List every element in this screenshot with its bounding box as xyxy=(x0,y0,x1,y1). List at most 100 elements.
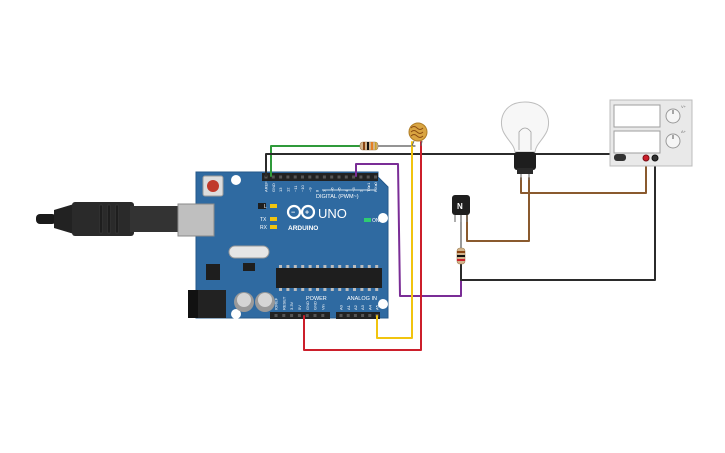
digital-header-label: DIGITAL (PWM~) xyxy=(316,194,359,200)
chip-pin xyxy=(330,288,334,291)
chip-pin xyxy=(345,288,349,291)
chip-pin xyxy=(345,265,349,268)
led-rx xyxy=(270,225,277,229)
wire-yellow[interactable] xyxy=(376,141,413,339)
svg-text:+: + xyxy=(305,210,309,217)
digital-pin-hole[interactable] xyxy=(286,175,290,179)
digital-pin-hole[interactable] xyxy=(359,175,363,179)
power-switch[interactable] xyxy=(614,154,626,161)
digital-pin-hole[interactable] xyxy=(374,175,377,179)
resistor-base[interactable] xyxy=(456,247,466,265)
digital-pin-hole[interactable] xyxy=(344,175,348,179)
analog-pin-label: A4 xyxy=(367,304,372,310)
power-pin-label: IOREF xyxy=(274,297,279,310)
analog-pin-hole[interactable] xyxy=(346,314,350,317)
led-l-label: L xyxy=(264,204,267,210)
digital-pin-label: 2 xyxy=(359,189,364,192)
negative-terminal[interactable] xyxy=(651,154,659,162)
transistor-label: N xyxy=(457,202,463,211)
photoresistor[interactable] xyxy=(408,122,428,147)
digital-pin-hole[interactable] xyxy=(315,175,319,179)
analog-pin-hole[interactable] xyxy=(361,314,365,317)
digital-pin-label: ~11 xyxy=(293,185,298,192)
digital-pin-hole[interactable] xyxy=(301,175,304,179)
chip-pin xyxy=(323,265,327,268)
led-tx-label: TX xyxy=(260,217,267,223)
digital-pin-hole[interactable] xyxy=(308,175,312,179)
analog-pin-label: A3 xyxy=(360,304,365,310)
dc-power-jack[interactable] xyxy=(188,290,226,318)
power-pin-label: 3.3V xyxy=(289,301,294,310)
chip-pin xyxy=(330,265,334,268)
power-header-label: POWER xyxy=(306,296,327,302)
reset-button[interactable] xyxy=(202,175,224,197)
wire-green[interactable] xyxy=(270,145,361,177)
digital-pin-hole[interactable] xyxy=(366,175,370,179)
digital-pin-hole[interactable] xyxy=(279,175,283,179)
led-tx xyxy=(270,217,277,221)
chip-pin xyxy=(293,288,297,291)
current-knob[interactable] xyxy=(665,133,681,149)
smd-chip xyxy=(258,203,266,209)
chip-pin xyxy=(316,265,319,268)
arduino-uno-board[interactable]: L TX RX ON − + UNO ARDUINO DIGITAL (PWM~… xyxy=(177,171,389,319)
power-pin-hole[interactable] xyxy=(321,314,325,317)
wire-purple[interactable] xyxy=(355,163,462,297)
power-pin-label: RESET xyxy=(281,296,286,310)
voltage-display xyxy=(613,104,661,128)
board-brand: ARDUINO xyxy=(288,225,318,232)
digital-pin-hole[interactable] xyxy=(271,175,275,179)
chip-pin xyxy=(353,288,356,291)
digital-pin-label: 8 xyxy=(315,189,320,192)
digital-pin-label: AREF xyxy=(264,181,269,192)
digital-pin-hole[interactable] xyxy=(293,175,297,179)
usb-socket xyxy=(177,203,215,237)
analog-pin-hole[interactable] xyxy=(353,314,357,317)
power-pin-hole[interactable] xyxy=(297,314,301,317)
power-pin-hole[interactable] xyxy=(313,314,317,317)
digital-pin-label: ~10 xyxy=(300,184,305,192)
power-supply[interactable]: V+ A+ xyxy=(609,99,693,167)
wire-brown-transistor[interactable] xyxy=(466,177,530,242)
chip-pin xyxy=(286,265,290,268)
wire-black-supply[interactable] xyxy=(460,159,656,281)
voltage-regulator xyxy=(206,264,220,280)
digital-pin-label: ~9 xyxy=(307,187,312,192)
digital-pin-label: TX▸1 xyxy=(366,182,371,192)
voltage-knob[interactable] xyxy=(665,108,681,124)
power-pin-hole[interactable] xyxy=(290,314,294,317)
led-on-label: ON xyxy=(372,218,380,224)
digital-pin-hole[interactable] xyxy=(330,175,334,179)
chip-pin xyxy=(375,265,379,268)
digital-pin-hole[interactable] xyxy=(322,175,326,179)
digital-pin-label: RX◂0 xyxy=(373,181,378,192)
board-model: UNO xyxy=(318,206,347,221)
analog-pin-hole[interactable] xyxy=(339,314,343,317)
digital-pin-hole[interactable] xyxy=(337,175,341,179)
digital-pin-hole[interactable] xyxy=(352,175,356,179)
power-pin-hole[interactable] xyxy=(282,314,286,317)
chip-pin xyxy=(338,265,342,268)
positive-terminal[interactable] xyxy=(642,154,650,162)
analog-pin-label: A2 xyxy=(353,304,358,310)
arduino-logo-icon: − + xyxy=(286,204,316,220)
chip-pin xyxy=(308,288,312,291)
chip-pin xyxy=(367,288,371,291)
svg-text:−: − xyxy=(291,210,295,217)
wire-brown-supply[interactable] xyxy=(520,159,647,194)
digital-pin-label: ~3 xyxy=(351,187,356,192)
analog-pin-hole[interactable] xyxy=(368,314,372,317)
power-pin-hole[interactable] xyxy=(274,314,278,317)
npn-transistor[interactable]: N xyxy=(452,195,470,222)
power-pin-label: GND xyxy=(313,301,318,310)
wire-black-gnd[interactable] xyxy=(265,153,621,177)
light-bulb[interactable] xyxy=(501,101,549,180)
resistor-top[interactable] xyxy=(359,141,379,151)
power-pin-hole[interactable] xyxy=(305,314,309,317)
wire-red[interactable] xyxy=(303,141,422,351)
chip-pin xyxy=(375,288,379,291)
